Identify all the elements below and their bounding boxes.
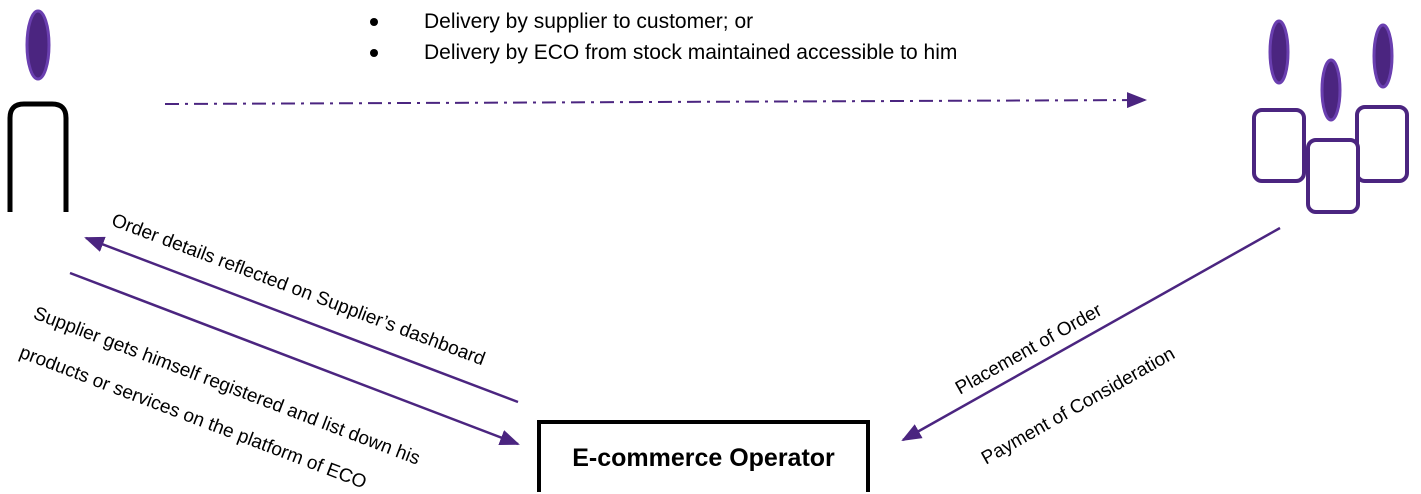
customer-body-center [1306, 138, 1360, 214]
customer-body-left [1252, 108, 1306, 183]
supplier-figure [7, 9, 69, 212]
bullet-icon [370, 18, 378, 26]
delivery-option-text: Delivery by ECO from stock maintained ac… [424, 41, 958, 64]
order-details-arrow [84, 236, 519, 404]
ecommerce-operator-box: E-commerce Operator [537, 420, 870, 492]
registration-arrow [69, 271, 520, 446]
delivery-option-item: Delivery by supplier to customer; or [370, 6, 957, 37]
customer-head-left [1268, 19, 1290, 85]
delivery-option-item: Delivery by ECO from stock maintained ac… [370, 37, 957, 68]
supplier-head [25, 9, 51, 81]
order-placement-arrow [901, 226, 1281, 442]
customers-figure [1252, 19, 1409, 214]
customer-head-right [1372, 23, 1394, 89]
supplier-body [7, 101, 69, 212]
delivery-option-text: Delivery by supplier to customer; or [424, 10, 754, 33]
delivery-arrow [164, 92, 1147, 109]
customer-body-right [1355, 105, 1409, 183]
ecommerce-operator-label: E-commerce Operator [572, 443, 835, 472]
bullet-icon [370, 49, 378, 57]
delivery-options-list: Delivery by supplier to customer; or Del… [370, 6, 957, 68]
customer-head-center [1320, 58, 1342, 122]
